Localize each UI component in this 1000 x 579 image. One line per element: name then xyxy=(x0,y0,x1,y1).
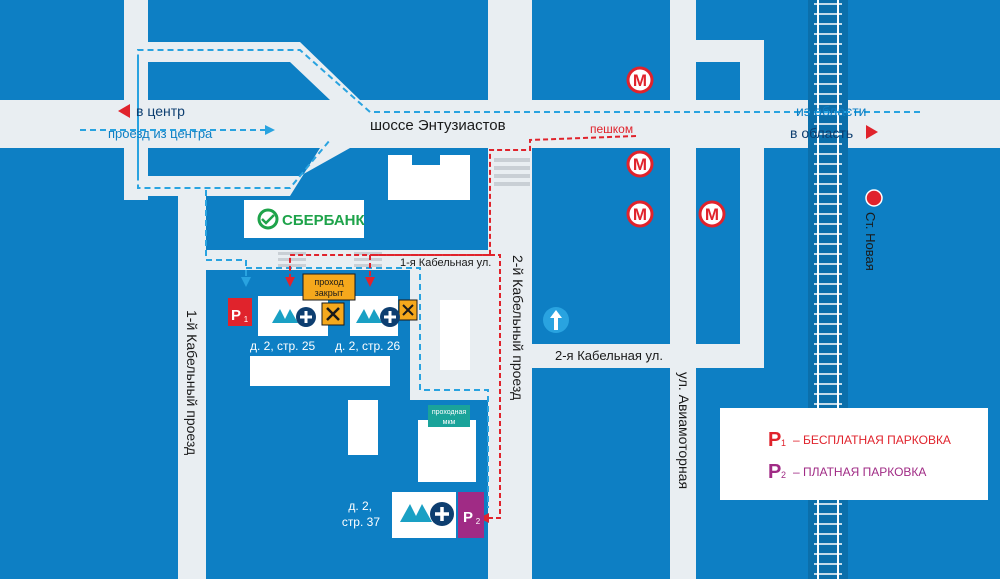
legend-free: – БЕСПЛАТНАЯ ПАРКОВКА xyxy=(793,433,951,447)
closed-sign: проход закрыт xyxy=(302,273,356,301)
svg-text:P: P xyxy=(231,307,241,324)
label-cable2-street: 2-я Кабельная ул. xyxy=(555,348,663,363)
svg-text:М: М xyxy=(633,155,647,174)
building-right-slim xyxy=(440,300,470,370)
repair-icon xyxy=(398,299,418,321)
label-station-wrap: Ст. Новая xyxy=(863,212,878,271)
metro-icon: М xyxy=(626,200,654,228)
walking-route xyxy=(285,135,637,287)
label-station: Ст. Новая xyxy=(863,212,878,271)
building-row xyxy=(250,356,390,386)
label-from-region: из области xyxy=(796,103,867,119)
arrow-to-region-icon xyxy=(866,125,878,139)
label-building-37-1: д. 2, xyxy=(348,499,372,513)
label-aviamotornaya: ул. Авиамоторная xyxy=(676,372,692,489)
svg-text:1: 1 xyxy=(781,438,786,448)
label-cable1-street: 1-я Кабельная ул. xyxy=(400,257,491,269)
company-logo-icon xyxy=(400,502,454,526)
checkpoint-line1: проходная xyxy=(432,409,467,416)
svg-text:М: М xyxy=(633,205,647,224)
metro-icon: М xyxy=(698,200,726,228)
metro-icon: М xyxy=(626,66,654,94)
building-sberbank xyxy=(244,200,364,238)
label-building-26: д. 2, стр. 26 xyxy=(335,339,401,353)
road-right-vertical xyxy=(740,40,764,368)
road-right-top xyxy=(696,40,746,62)
drive-route-to-p2 xyxy=(246,267,489,508)
company-logo-icon xyxy=(356,307,400,327)
crosswalks xyxy=(278,158,530,267)
label-to-region: в область xyxy=(790,125,853,141)
arrow-to-center-icon xyxy=(118,104,130,118)
closed-line2: закрыт xyxy=(315,288,344,298)
label-cable1-passage: 1-й Кабельный проезд xyxy=(184,310,200,455)
svg-text:1: 1 xyxy=(244,315,249,324)
repair-icon xyxy=(321,302,345,326)
label-building-25: д. 2, стр. 25 xyxy=(250,339,316,353)
svg-text:P: P xyxy=(768,461,781,483)
label-cable1-passage-wrap: 1-й Кабельный проезд xyxy=(184,310,200,455)
label-highway: шоссе Энтузиастов xyxy=(370,117,506,134)
svg-text:М: М xyxy=(705,205,719,224)
label-bank: СБЕРБАНК xyxy=(282,212,365,229)
metro-icon: М xyxy=(626,150,654,178)
free-parking-marker: P 1 xyxy=(228,298,252,326)
drive-route-to-p1 xyxy=(205,190,251,287)
building-small xyxy=(348,400,378,455)
svg-text:P: P xyxy=(463,509,473,526)
company-logo-icon xyxy=(272,307,316,327)
metro-icons: М М М М xyxy=(626,66,726,228)
legend-box xyxy=(720,408,988,500)
walking-route-to-37 xyxy=(479,254,501,523)
label-to-center: в центр xyxy=(136,103,185,119)
label-walking: пешком xyxy=(590,122,633,136)
label-cable2-passage: 2-й Кабельный проезд xyxy=(510,255,526,400)
label-aviamotornaya-wrap: ул. Авиамоторная xyxy=(676,372,692,489)
label-building-37-2: стр. 37 xyxy=(342,515,381,529)
closed-line1: проход xyxy=(314,277,344,287)
building-checkpoint xyxy=(418,420,476,482)
road-left-top xyxy=(124,0,148,200)
paid-parking-marker: P 2 xyxy=(458,492,484,538)
svg-text:2: 2 xyxy=(476,517,481,526)
label-cable2-passage-wrap: 2-й Кабельный проезд xyxy=(510,255,526,400)
svg-text:2: 2 xyxy=(781,470,786,480)
legend: P 1 – БЕСПЛАТНАЯ ПАРКОВКА P 2 – ПЛАТНАЯ … xyxy=(720,408,988,500)
road-cable2-passage xyxy=(488,0,532,579)
direction-arrow-icon xyxy=(543,307,569,333)
drive-route-from-region xyxy=(137,49,920,189)
buildings xyxy=(244,155,476,538)
walking-route-branch xyxy=(365,254,490,287)
legend-paid: – ПЛАТНАЯ ПАРКОВКА xyxy=(793,465,926,479)
svg-text:М: М xyxy=(633,71,647,90)
drive-routes xyxy=(80,49,920,508)
label-from-center: проезд из центра xyxy=(108,126,213,141)
road-aviamotornaya xyxy=(670,0,696,579)
checkpoint: проходная мкм xyxy=(428,405,470,427)
road-loop-top xyxy=(124,42,360,100)
building-top-complex xyxy=(388,155,470,200)
station-marker-icon xyxy=(865,189,883,207)
svg-text:P: P xyxy=(768,429,781,451)
road-cable2-street xyxy=(488,344,760,368)
sberbank-logo: СБЕРБАНК xyxy=(257,208,365,230)
checkpoint-line2: мкм xyxy=(443,419,456,426)
